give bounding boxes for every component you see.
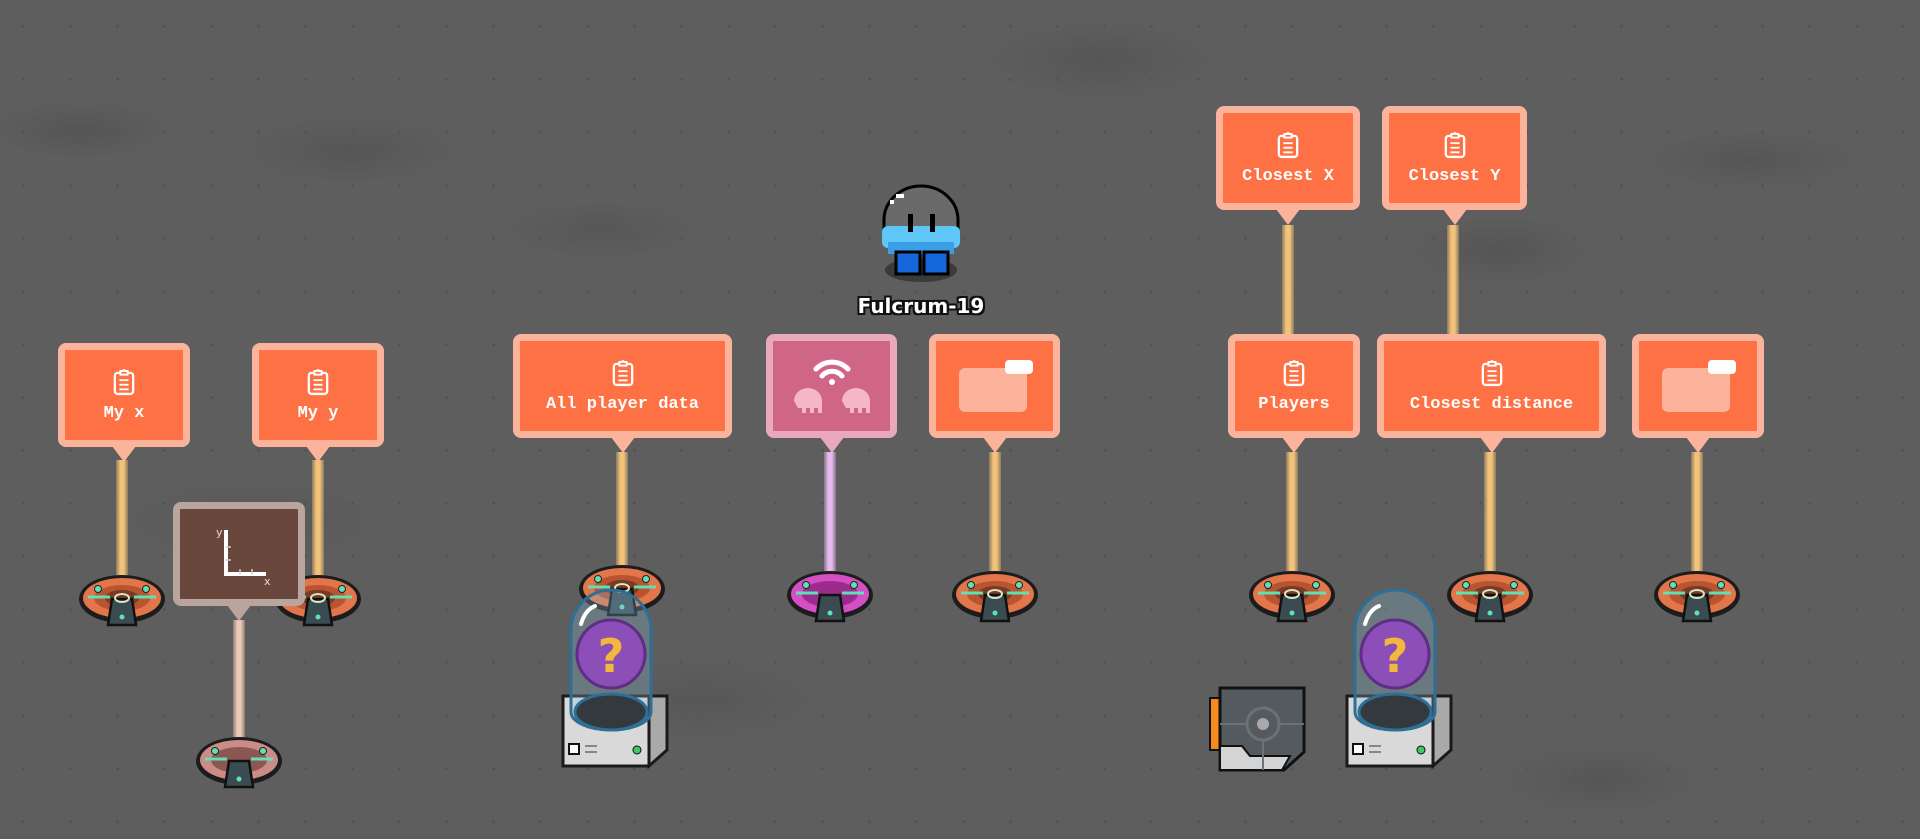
wire-beam bbox=[233, 620, 245, 755]
clipboard-icon bbox=[1283, 359, 1305, 387]
folder-device[interactable] bbox=[1632, 334, 1764, 453]
property-pad[interactable] bbox=[1246, 563, 1338, 625]
property-label: My x bbox=[103, 403, 145, 423]
property-pad[interactable] bbox=[76, 567, 168, 629]
property-closest-x[interactable]: Closest X bbox=[1216, 106, 1360, 225]
wire-beam bbox=[1282, 225, 1294, 345]
wireless-pad[interactable] bbox=[784, 563, 876, 625]
wireless-players-icon bbox=[793, 359, 870, 413]
clipboard-icon bbox=[1481, 359, 1503, 387]
clipboard-icon bbox=[1277, 131, 1299, 159]
wireless-device[interactable] bbox=[766, 334, 897, 453]
wire-beam bbox=[824, 452, 836, 592]
property-label: My y bbox=[297, 403, 339, 423]
disk-device[interactable] bbox=[1208, 684, 1308, 774]
wire-beam bbox=[116, 460, 128, 595]
clipboard-icon bbox=[307, 368, 329, 396]
property-closest-distance[interactable]: Closest distance bbox=[1377, 334, 1606, 453]
clipboard-icon bbox=[113, 368, 135, 396]
wire-beam bbox=[616, 452, 628, 587]
wire-beam bbox=[1484, 452, 1496, 592]
wire-beam bbox=[312, 460, 324, 595]
player-avatar bbox=[882, 184, 960, 282]
property-all-player-data[interactable]: All player data bbox=[513, 334, 732, 453]
wire-beam bbox=[1691, 452, 1703, 592]
graph-device[interactable]: y x bbox=[173, 502, 305, 621]
xy-axis-icon: y x bbox=[216, 526, 271, 586]
folder-icon bbox=[955, 356, 1035, 416]
property-label: Players bbox=[1258, 394, 1330, 414]
folder-icon bbox=[1658, 356, 1738, 416]
question-mark-dome-device[interactable] bbox=[559, 584, 671, 774]
property-players[interactable]: Players bbox=[1228, 334, 1360, 453]
question-mark-dome-device[interactable] bbox=[1343, 584, 1455, 774]
folder-pad[interactable] bbox=[949, 563, 1041, 625]
folder-pad[interactable] bbox=[1651, 563, 1743, 625]
property-my-y[interactable]: My y bbox=[252, 343, 384, 462]
property-my-x[interactable]: My x bbox=[58, 343, 190, 462]
wire-beam bbox=[1286, 452, 1298, 592]
clipboard-icon bbox=[612, 359, 634, 387]
property-label: All player data bbox=[545, 394, 700, 414]
player-name: Fulcrum-19 bbox=[857, 294, 985, 318]
property-closest-y[interactable]: Closest Y bbox=[1382, 106, 1527, 225]
property-pad[interactable] bbox=[1444, 563, 1536, 625]
wire-beam bbox=[1447, 225, 1459, 345]
property-label: Closest Y bbox=[1408, 166, 1501, 186]
axis-x-label: x bbox=[264, 575, 271, 586]
clipboard-icon bbox=[1444, 131, 1466, 159]
property-label: Closest X bbox=[1242, 166, 1334, 186]
property-label: Closest distance bbox=[1409, 394, 1574, 414]
axis-y-label: y bbox=[216, 526, 223, 539]
wire-beam bbox=[989, 452, 1001, 592]
folder-device[interactable] bbox=[929, 334, 1060, 453]
graph-pad[interactable] bbox=[193, 729, 285, 791]
